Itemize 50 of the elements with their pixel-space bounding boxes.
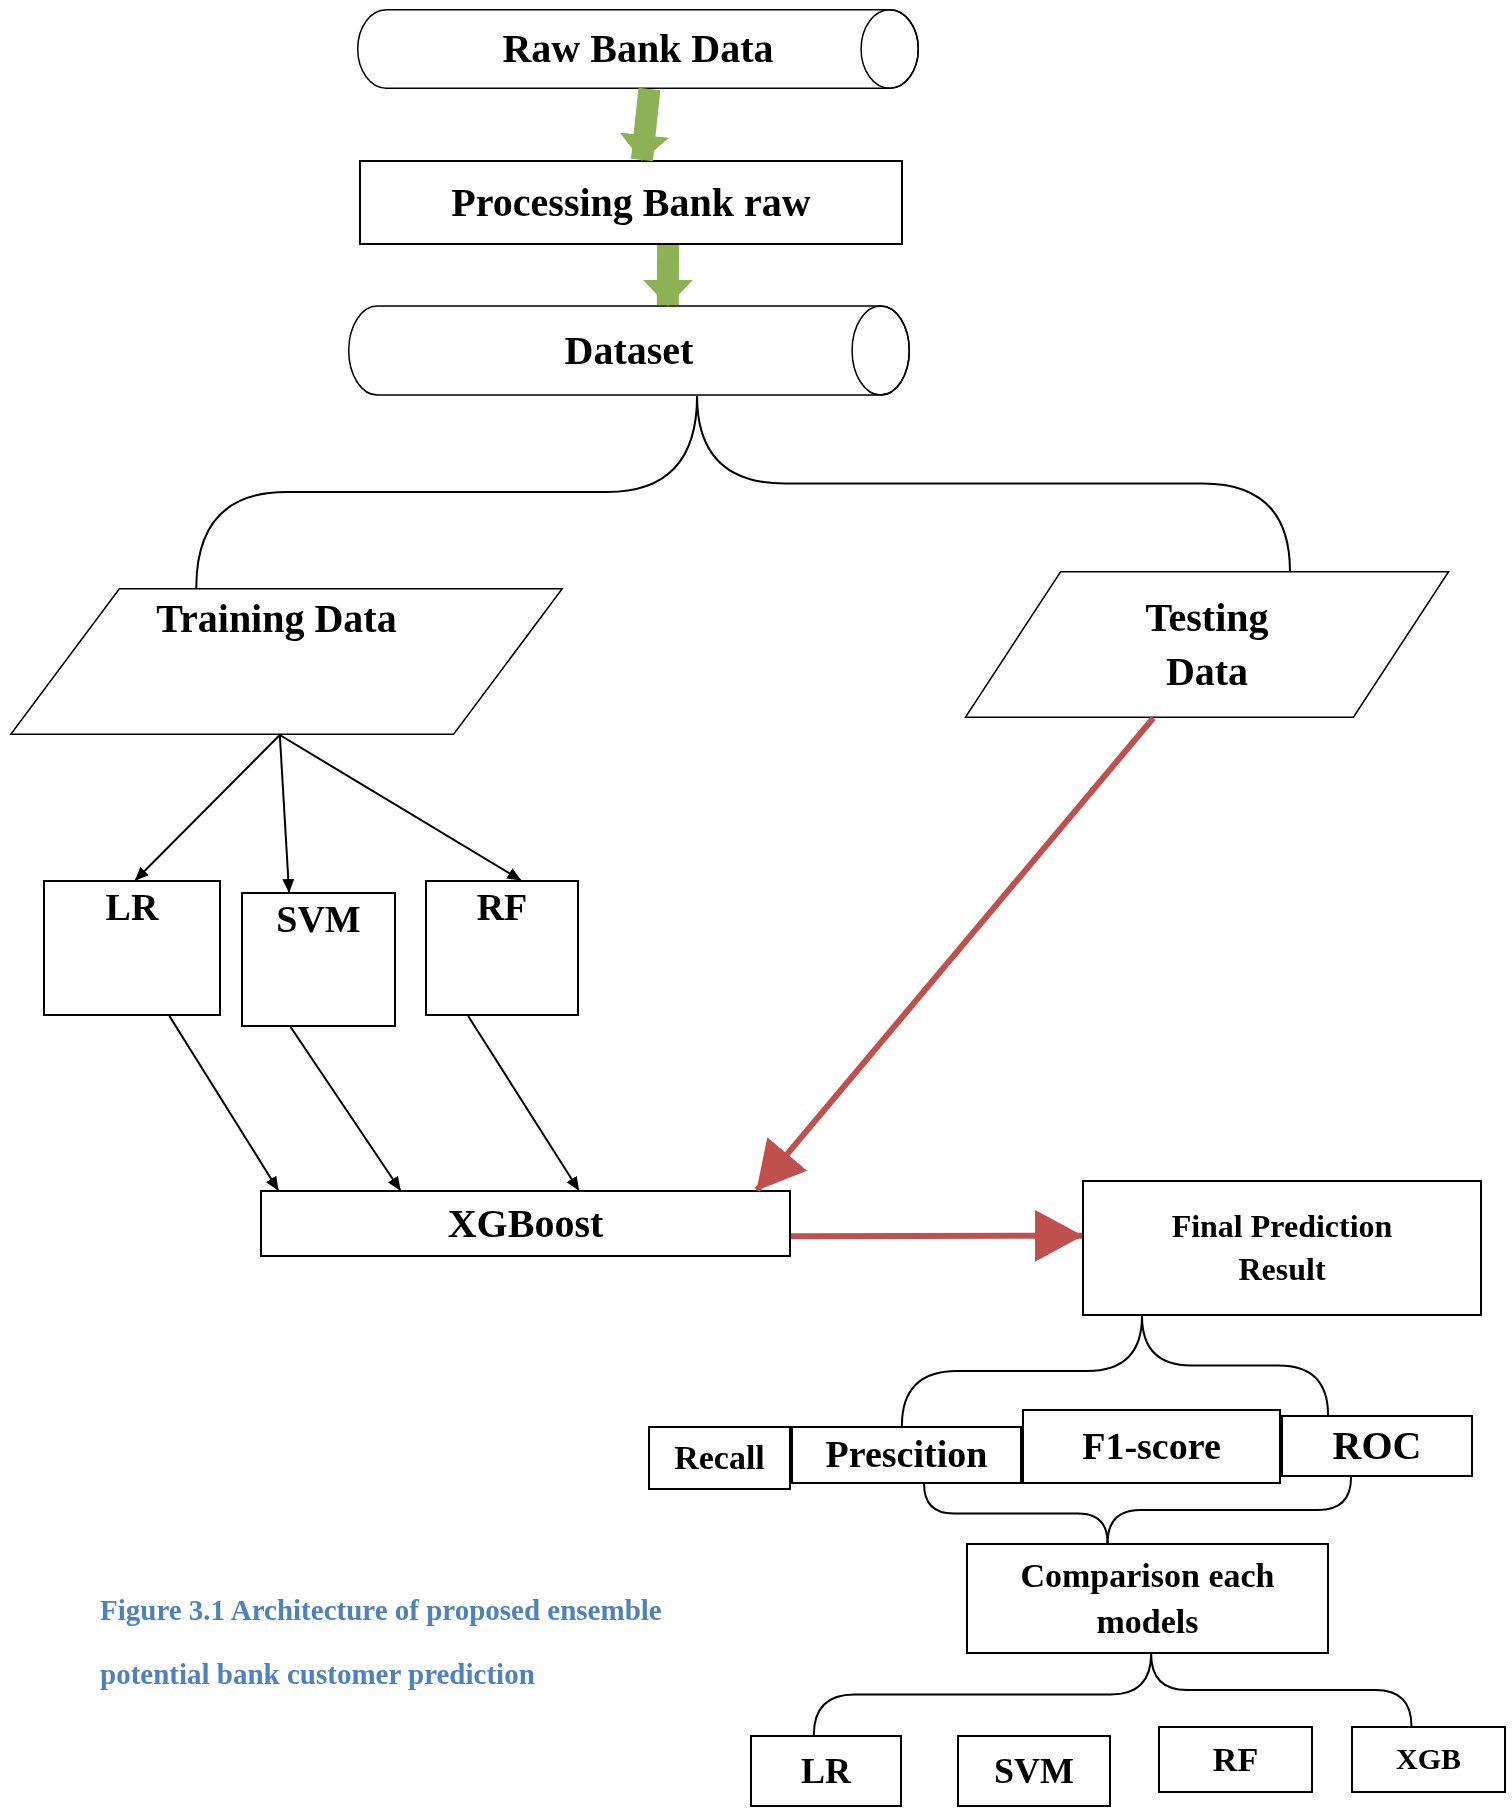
brace-connector — [1150, 1653, 1413, 1727]
process-box — [1022, 1409, 1281, 1484]
process-box — [241, 892, 396, 1027]
arrow — [278, 734, 522, 881]
node-label: F1-score — [1082, 1423, 1221, 1469]
node-label: XGB — [1396, 1741, 1461, 1778]
node-label: Dataset — [564, 326, 694, 375]
process-box — [260, 1190, 791, 1257]
brace-connector — [696, 395, 1291, 572]
node-label: Final Prediction Result — [1170, 1206, 1394, 1289]
process-box — [750, 1735, 902, 1807]
process-box — [425, 880, 579, 1016]
process-box — [1158, 1726, 1313, 1793]
node-label: Testing Data — [1144, 593, 1270, 696]
process-box — [957, 1735, 1111, 1807]
process-box — [1351, 1726, 1506, 1793]
node-label: XGBoost — [447, 1199, 604, 1248]
node-label: LR — [801, 1749, 851, 1793]
node-label: Comparison each models — [1019, 1555, 1276, 1642]
block-arrow — [642, 245, 693, 306]
arrow — [134, 734, 281, 881]
arrow — [467, 1015, 580, 1191]
brace-connector — [1141, 1315, 1330, 1416]
brace-connector — [923, 1483, 1109, 1544]
brace-connector — [1106, 1476, 1353, 1544]
figure-caption: Figure 3.1 Architecture of proposed ensemble potential bank customer prediction — [100, 1593, 663, 1692]
block-arrow — [791, 1209, 1083, 1262]
node-label: Processing Bank raw — [451, 178, 811, 227]
block-arrow — [754, 716, 1156, 1192]
process-box — [1281, 1415, 1473, 1477]
node-label: ROC — [1332, 1422, 1422, 1470]
node-label: LR — [105, 885, 159, 930]
node-label: SVM — [994, 1749, 1074, 1793]
process-box — [966, 1543, 1329, 1654]
arrow — [278, 734, 295, 893]
process-box — [1082, 1180, 1482, 1316]
node-label: Training Data — [156, 595, 397, 643]
process-box — [43, 880, 221, 1016]
node-label: Raw Bank Data — [502, 25, 774, 73]
process-box — [648, 1426, 791, 1490]
block-arrow — [619, 87, 670, 162]
process-box — [791, 1426, 1022, 1484]
node-label: RF — [1212, 1739, 1259, 1780]
node-label: Recall — [674, 1438, 765, 1479]
node-label: RF — [476, 885, 528, 930]
process-box — [359, 160, 903, 245]
node-label: SVM — [276, 897, 361, 942]
node-label: Prescition — [825, 1432, 988, 1478]
arrow — [289, 1026, 402, 1191]
arrow — [168, 1015, 280, 1191]
